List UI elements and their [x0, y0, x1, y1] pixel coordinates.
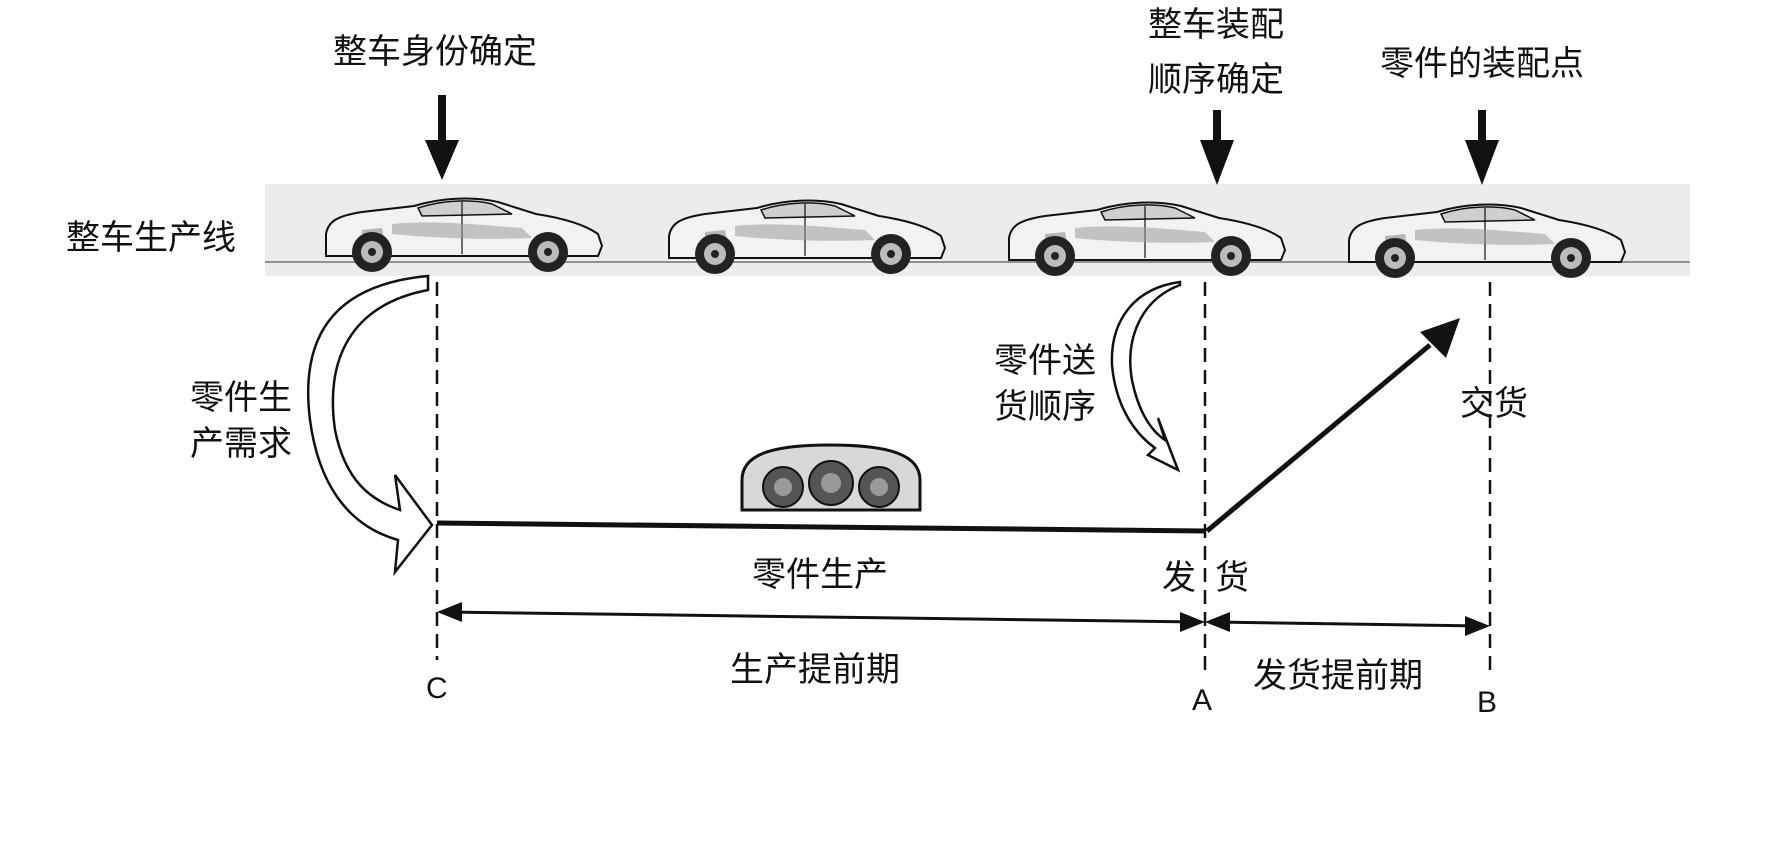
assembly-point-label: 零件的装配点	[1380, 44, 1584, 84]
delivery-sequence-label-line1: 零件送	[994, 341, 1096, 381]
demand-curved-arrow	[306, 274, 434, 577]
delivery-sequence-curved-arrow	[1110, 280, 1182, 473]
delivery-sequence-label-line2: 货顺序	[994, 387, 1096, 427]
point-c-label: C	[426, 672, 448, 705]
down-arrow-identity	[425, 95, 459, 180]
parts-demand-label-line1: 零件生	[190, 378, 292, 418]
delivery-label: 交货	[1460, 384, 1528, 424]
parts-production-line	[436, 520, 1206, 534]
down-arrow-sequence	[1200, 110, 1234, 185]
point-a-label: A	[1192, 684, 1213, 717]
production-lead-time-label: 生产提前期	[730, 650, 900, 690]
shipping-lead-time-label: 发货提前期	[1253, 656, 1423, 696]
production-lead-time-dimension	[437, 602, 1205, 632]
production-line-label: 整车生产线	[66, 218, 236, 258]
shipping-label-char1: 发	[1162, 558, 1196, 598]
assembly-sequence-label-line1: 整车装配	[1148, 5, 1284, 45]
parts-machine-icon	[740, 443, 922, 512]
vehicle-identity-label: 整车身份确定	[333, 32, 537, 72]
parts-production-label: 零件生产	[752, 555, 888, 595]
delivery-arrow	[1205, 343, 1432, 533]
shipping-lead-time-dimension	[1205, 612, 1490, 636]
assembly-sequence-label-line2: 顺序确定	[1148, 60, 1284, 100]
shipping-label-char2: 货	[1215, 558, 1249, 598]
delivery-arrowhead	[1420, 318, 1460, 358]
down-arrow-assembly-point	[1465, 110, 1499, 185]
point-b-label: B	[1477, 686, 1498, 719]
parts-demand-label-line2: 产需求	[190, 424, 292, 464]
